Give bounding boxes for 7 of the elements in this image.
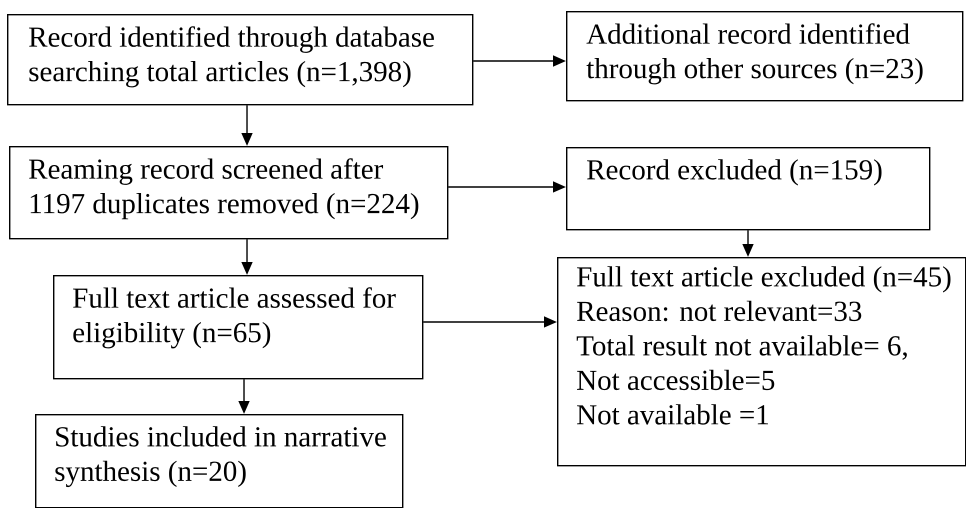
process-box: Full text article excluded (n=45) Reason: not relevant=33 Total result not available= 6, Not accessible=5 Not available =1 (557, 257, 966, 466)
process-box: Reaming record screened after 1197 duplicates removed (n=224) (9, 146, 448, 240)
process-box: Record identified through database searching total articles (n=1,398) (7, 14, 474, 106)
process-box: Record excluded (n=159) (566, 147, 930, 230)
process-box: Additional record identified through other sources (n=23) (566, 11, 964, 102)
process-box: Full text article assessed for eligibility (n=65) (53, 275, 424, 380)
process-box: Studies included in narrative synthesis (n=20) (35, 414, 404, 508)
